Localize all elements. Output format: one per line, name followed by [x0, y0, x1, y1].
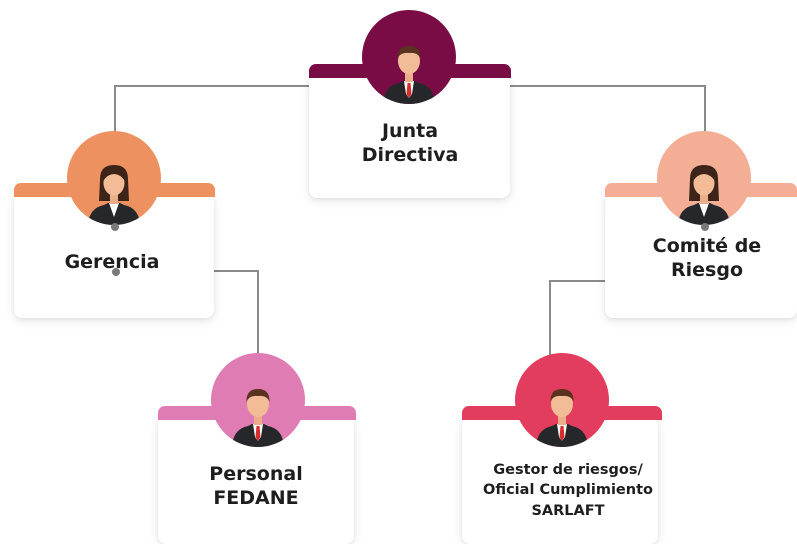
woman-in-suit-icon	[88, 165, 140, 225]
connector-junta-comite-h	[486, 85, 705, 87]
man-in-suit-icon	[536, 389, 588, 447]
man-in-suit-icon	[383, 46, 435, 104]
node-label-junta-directiva: Junta Directiva	[310, 120, 510, 168]
node-title-line-2: Directiva	[361, 143, 459, 166]
woman-in-suit-icon	[678, 165, 730, 225]
connector-junta-gerencia-h	[114, 85, 338, 87]
connector-dot	[701, 223, 709, 231]
node-label-gerencia: Gerencia	[14, 251, 210, 275]
node-title-line-1: Personal	[209, 463, 303, 485]
node-title-line-1: Junta	[381, 120, 439, 142]
node-title-line-3: SARLAFT	[531, 502, 605, 519]
avatar-gestor-de-riesgos	[515, 353, 609, 447]
connector-comite-gestor-v2	[549, 280, 551, 358]
connector-dot	[111, 223, 119, 231]
avatar-comite-de-riesgo	[657, 131, 751, 225]
node-title-line-1: Comité de	[652, 235, 762, 257]
connector-junta-gerencia-v	[114, 85, 116, 145]
avatar-gerencia	[67, 131, 161, 225]
man-in-suit-icon	[232, 389, 284, 447]
node-title-line-1: Gerencia	[64, 251, 160, 273]
node-title-line-1: Gestor de riesgos/	[493, 462, 643, 478]
connector-gerencia-personal-v2	[257, 270, 259, 358]
node-title-line-2: Riesgo	[671, 258, 743, 281]
avatar-personal-fedane	[211, 353, 305, 447]
node-title-line-2: Oficial Cumplimiento	[483, 482, 653, 499]
connector-junta-comite-v	[704, 85, 706, 135]
node-label-gestor-de-riesgos: Gestor de riesgos/ Oficial Cumplimiento …	[462, 460, 674, 521]
node-label-comite-de-riesgo: Comité de Riesgo	[612, 235, 797, 283]
avatar-junta-directiva	[362, 10, 456, 104]
connector-dot	[112, 268, 120, 276]
node-label-personal-fedane: Personal FEDANE	[158, 463, 354, 511]
node-title-line-2: FEDANE	[213, 486, 299, 509]
